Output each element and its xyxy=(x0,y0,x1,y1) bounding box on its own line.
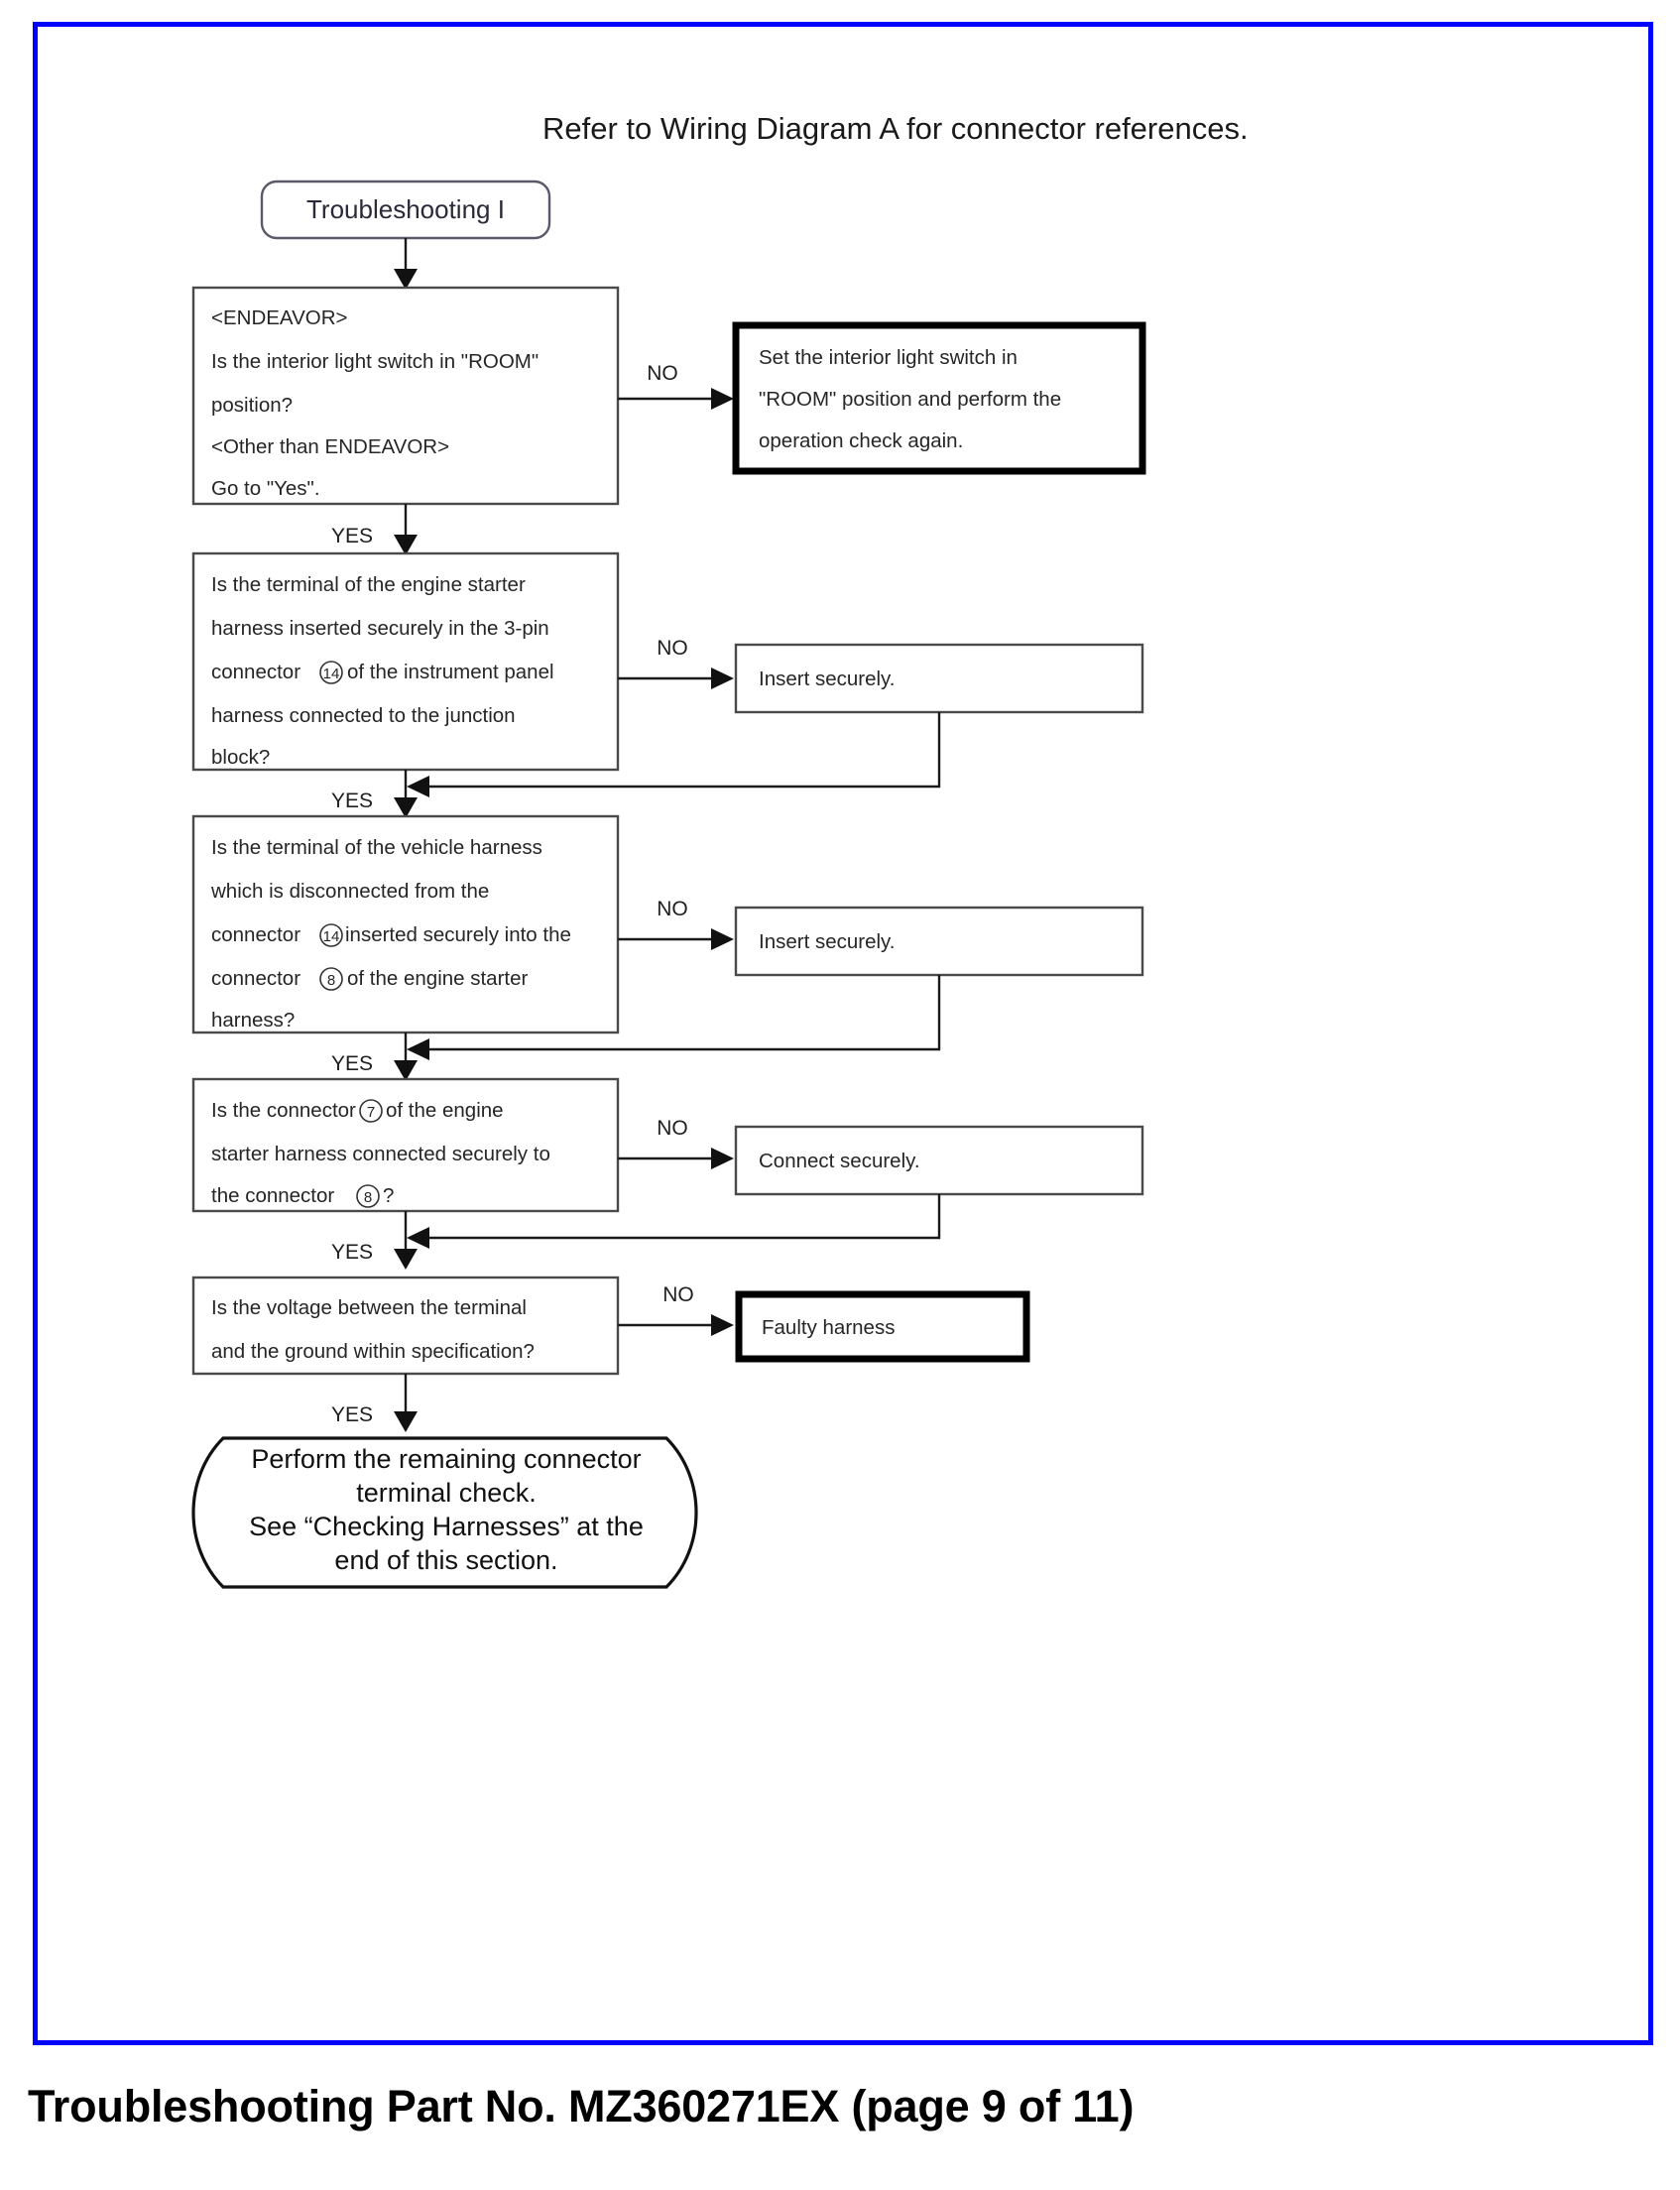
step-2-line-2a: connector xyxy=(211,661,300,683)
connector-ref-circle-14a xyxy=(319,661,343,684)
arrowhead-step4-yes xyxy=(394,1249,418,1270)
step-5-no-label: NO xyxy=(662,1283,694,1306)
step-3-action-line-0: Insert securely. xyxy=(759,930,895,953)
step-3-line-2b: inserted securely into the xyxy=(345,923,571,946)
terminator-line-3: end of this section. xyxy=(334,1545,557,1575)
step-3-yes-label: YES xyxy=(331,1052,373,1075)
terminator-line-0: Perform the remaining connector xyxy=(251,1444,641,1474)
arrowhead-step3-no xyxy=(711,928,734,950)
arrowhead-step3-return xyxy=(407,1038,429,1060)
arrowhead-step1-yes xyxy=(394,535,418,555)
step-2-line-4: block? xyxy=(211,746,270,769)
step-3-no-label: NO xyxy=(657,898,688,920)
edge-step2-return xyxy=(428,712,941,789)
connector-ref-8b: 8 xyxy=(364,1189,372,1206)
step-2-line-3: harness connected to the junction xyxy=(211,704,516,727)
connector-ref-14a: 14 xyxy=(323,666,340,682)
step-1-line-2: position? xyxy=(211,394,293,417)
step-3-line-0: Is the terminal of the vehicle harness xyxy=(211,836,542,859)
start-node-label: Troubleshooting I xyxy=(306,194,505,224)
step-1-line-0: <ENDEAVOR> xyxy=(211,306,347,329)
step-1-line-1: Is the interior light switch in "ROOM" xyxy=(211,350,539,373)
terminator-node xyxy=(191,1436,698,1589)
connector-ref-8a: 8 xyxy=(327,972,335,989)
step-4-line-2a: the connector xyxy=(211,1184,334,1207)
footer-caption: Troubleshooting Part No. MZ360271EX (pag… xyxy=(28,2081,1135,2131)
header-note-label: Refer to Wiring Diagram A for connector … xyxy=(542,111,1249,146)
step-4-line-2b: ? xyxy=(383,1184,394,1207)
connector-ref-circle-7 xyxy=(359,1099,383,1123)
step-3-line-1: which is disconnected from the xyxy=(210,880,489,903)
arrowhead-step1-no xyxy=(711,388,734,410)
arrowhead-step4-no xyxy=(711,1148,734,1169)
arrowhead-step2-return xyxy=(407,776,429,797)
arrowhead-step3-yes xyxy=(394,1060,418,1081)
terminator-line-2: See “Checking Harnesses” at the xyxy=(249,1512,644,1541)
step-3-question-box xyxy=(191,814,620,1034)
troubleshooting-flowchart: Refer to Wiring Diagram A for connector … xyxy=(191,111,1249,1589)
step-4-line-0b: of the engine xyxy=(386,1099,504,1122)
edge-step3-return xyxy=(428,975,941,1051)
step-1-no-label: NO xyxy=(647,362,678,385)
step-4-line-1: starter harness connected securely to xyxy=(211,1143,550,1165)
step-4-line-0a: Is the connector xyxy=(211,1099,356,1122)
arrowhead-step5-no xyxy=(711,1314,734,1336)
connector-ref-14b: 14 xyxy=(323,928,340,945)
step-1-yes-label: YES xyxy=(331,525,373,548)
step-5-action-box xyxy=(735,1290,1030,1363)
step-1-action-line-1: "ROOM" position and perform the xyxy=(759,388,1061,411)
step-2-line-2b: of the instrument panel xyxy=(347,661,554,683)
step-2-action-box xyxy=(734,643,1144,714)
step-1-line-3: <Other than ENDEAVOR> xyxy=(211,435,449,458)
step-5-action-line-0: Faulty harness xyxy=(762,1316,895,1339)
step-4-action-box xyxy=(734,1125,1144,1196)
step-3-line-3b: of the engine starter xyxy=(347,967,529,990)
arrowhead-step5-yes xyxy=(394,1411,418,1432)
connector-ref-circle-8a xyxy=(319,967,343,991)
step-1-action-line-2: operation check again. xyxy=(759,429,963,452)
connector-ref-circle-14b xyxy=(319,923,343,947)
arrowhead-start-step1 xyxy=(394,269,418,290)
step-5-line-1: and the ground within specification? xyxy=(211,1340,535,1363)
terminator-line-1: terminal check. xyxy=(356,1478,537,1508)
step-1-action-box xyxy=(732,321,1146,475)
edge-step4-return xyxy=(428,1194,941,1240)
step-2-line-1: harness inserted securely in the 3-pin xyxy=(211,617,549,640)
step-3-line-4: harness? xyxy=(211,1009,295,1032)
connector-ref-circle-8b xyxy=(356,1184,380,1208)
step-4-yes-label: YES xyxy=(331,1241,373,1264)
step-1-action-line-0: Set the interior light switch in xyxy=(759,346,1018,369)
step-5-yes-label: YES xyxy=(331,1403,373,1426)
step-4-question-box xyxy=(191,1077,620,1213)
step-2-line-0: Is the terminal of the engine starter xyxy=(211,573,526,596)
arrowhead-step2-no xyxy=(711,668,734,689)
step-3-line-2a: connector xyxy=(211,923,300,946)
step-2-no-label: NO xyxy=(657,637,688,660)
step-5-line-0: Is the voltage between the terminal xyxy=(211,1296,527,1319)
step-2-action-line-0: Insert securely. xyxy=(759,668,895,690)
step-3-line-3a: connector xyxy=(211,967,300,990)
arrowhead-step4-return xyxy=(407,1227,429,1249)
step-2-question-box xyxy=(191,551,620,772)
connector-ref-7: 7 xyxy=(367,1104,375,1121)
step-3-action-box xyxy=(734,906,1144,977)
step-4-action-line-0: Connect securely. xyxy=(759,1150,920,1172)
step-1-line-4: Go to "Yes". xyxy=(211,477,320,500)
arrowhead-step2-yes xyxy=(394,797,418,818)
step-4-no-label: NO xyxy=(657,1117,688,1140)
step-2-yes-label: YES xyxy=(331,790,373,812)
